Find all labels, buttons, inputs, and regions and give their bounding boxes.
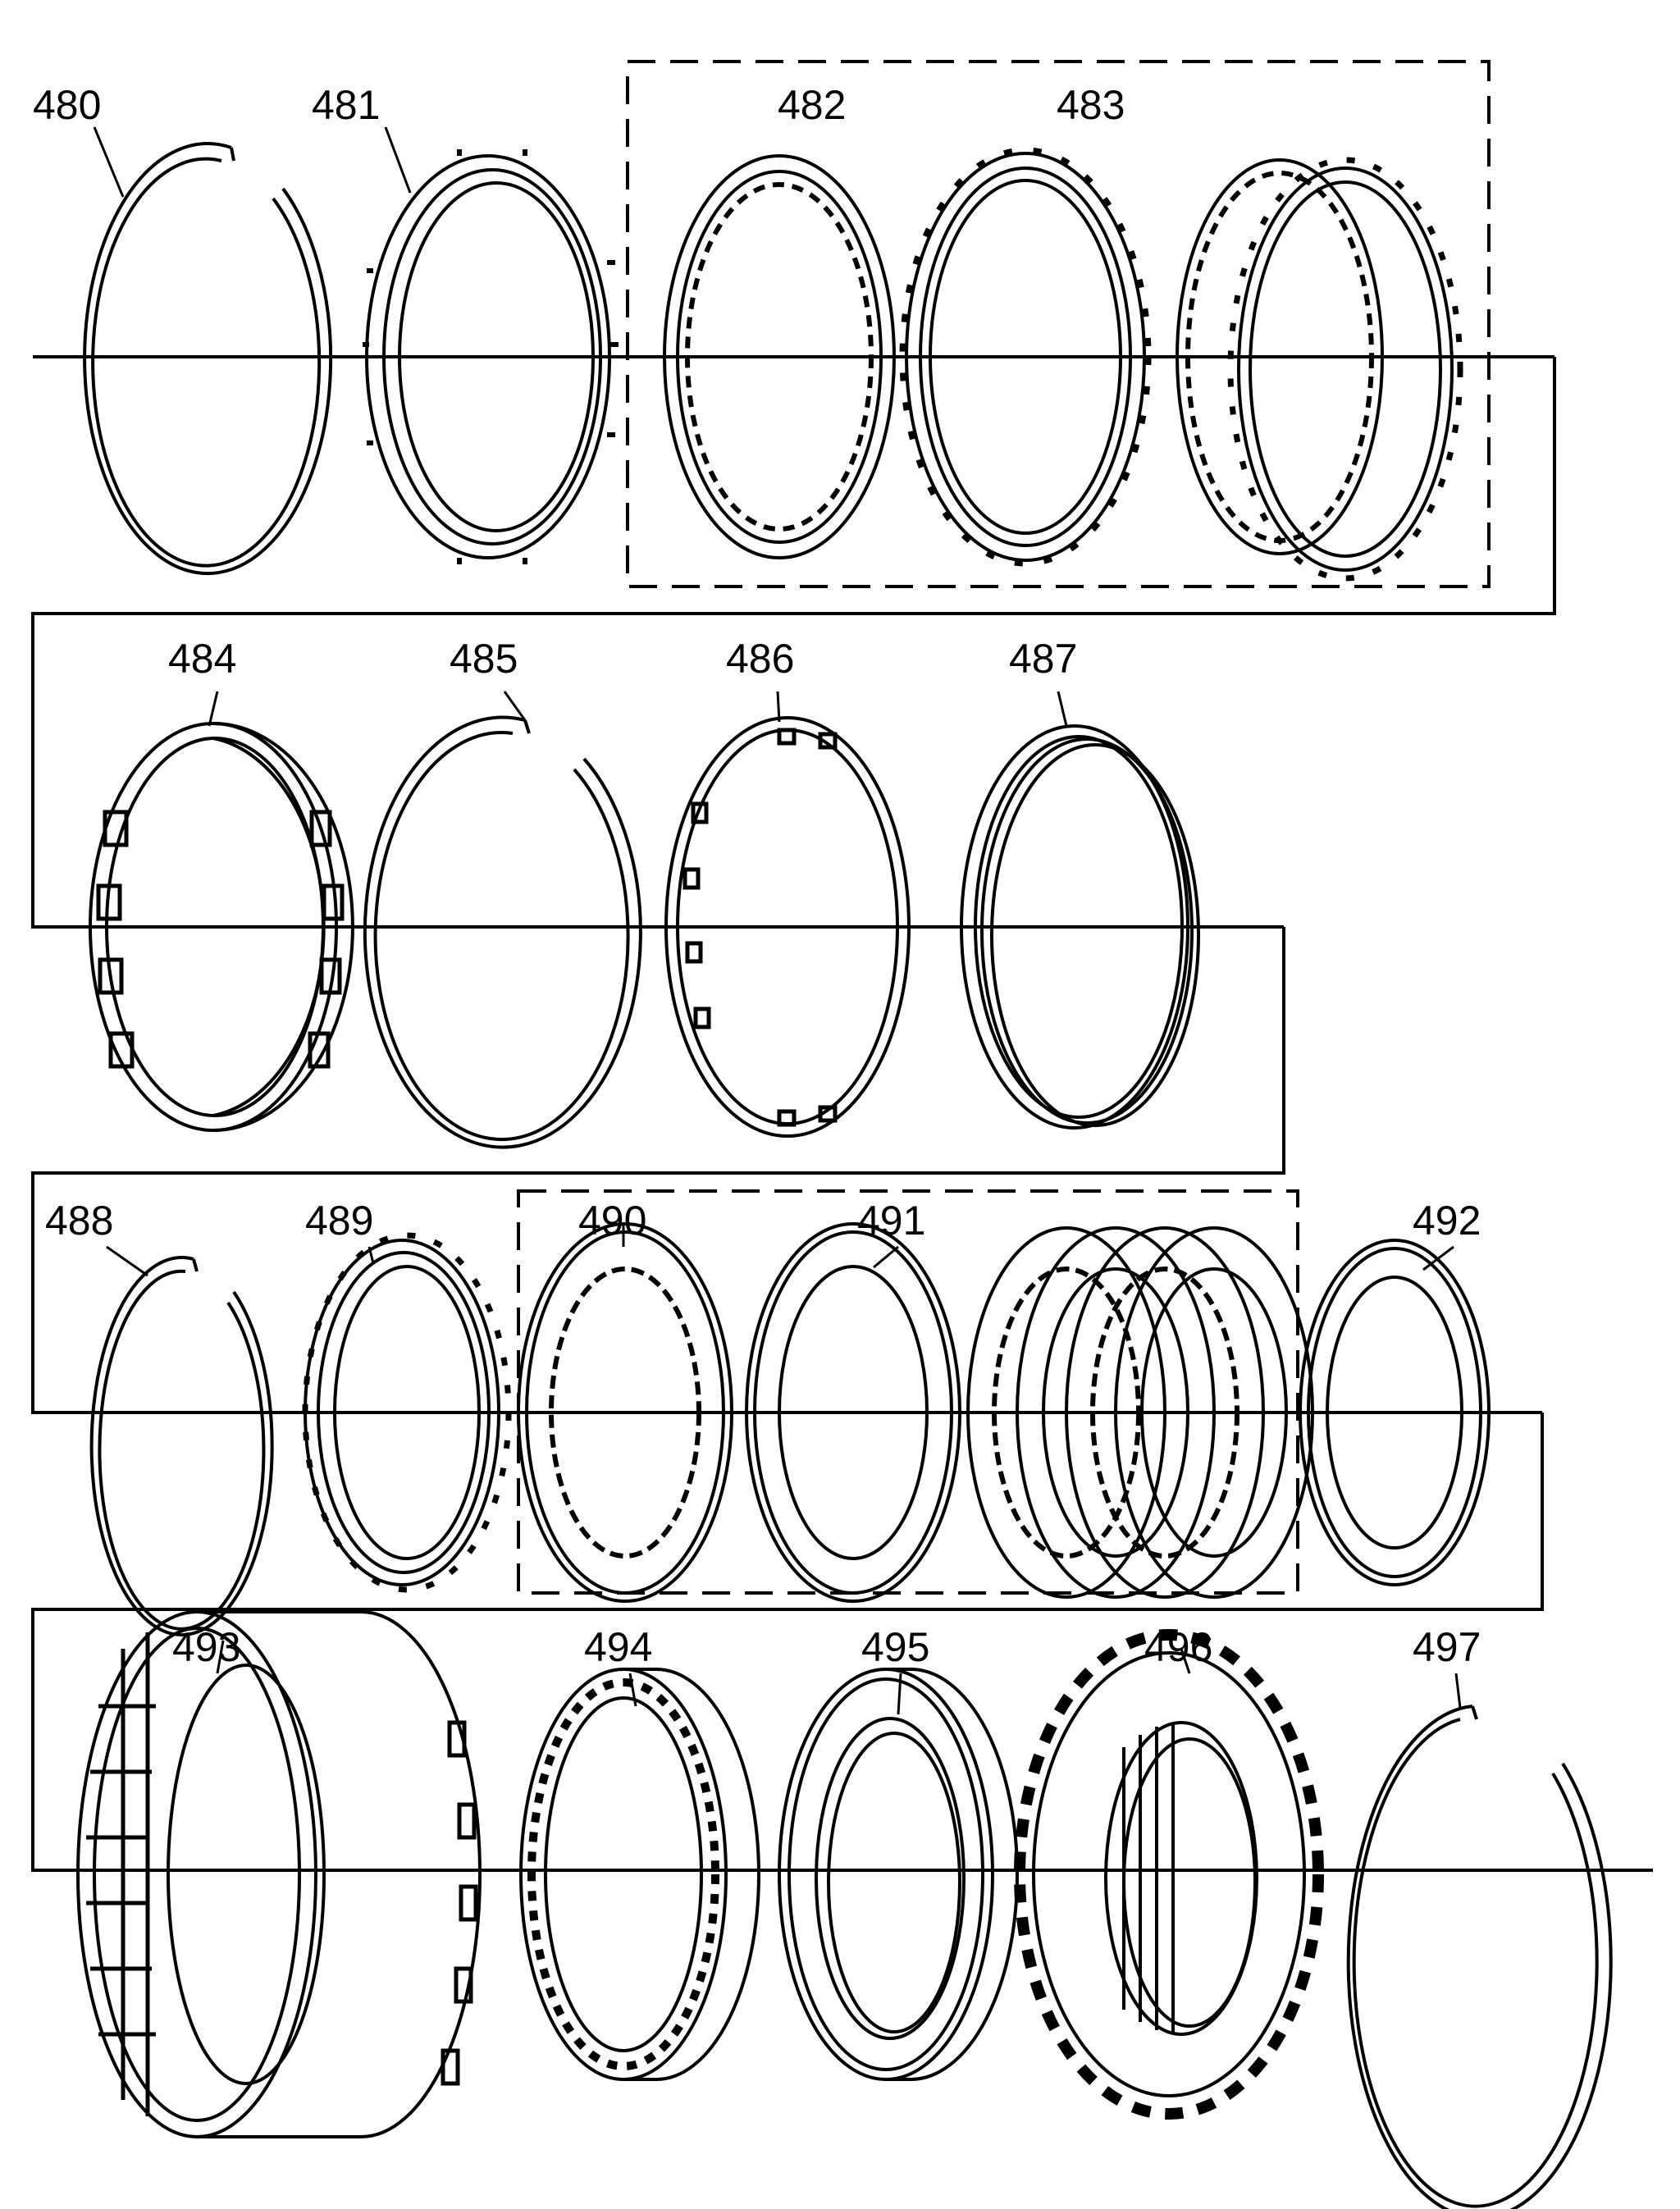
- part-485-snap-ring: [363, 715, 642, 1149]
- part-490-491-clutch-pack: [966, 1226, 1314, 1599]
- part-492-steel-plate: [1299, 1239, 1491, 1586]
- label-482: 482: [778, 82, 846, 128]
- part-481-toothed-plate: [363, 149, 619, 564]
- label-481: 481: [312, 82, 380, 128]
- part-484-slotted-ring: [89, 722, 354, 1132]
- label-491: 491: [857, 1198, 925, 1244]
- label-495: 495: [861, 1624, 929, 1670]
- assembly-center-lines: [31, 355, 1653, 1872]
- part-496-sprag-hub: [1014, 1629, 1324, 2120]
- part-494-roller-clutch: [519, 1668, 760, 2081]
- label-483: 483: [1057, 82, 1125, 128]
- group-box-490-491: [517, 1189, 1299, 1595]
- part-labels: 480 481 482 483 484 485 486 487 488 489 …: [33, 82, 1481, 1670]
- part-482-inner-tooth-plate: [663, 154, 896, 559]
- group-box-482-483: [626, 60, 1491, 588]
- label-480: 480: [33, 82, 101, 128]
- label-496: 496: [1144, 1624, 1212, 1670]
- label-485: 485: [450, 636, 518, 682]
- part-480-snap-ring: [83, 142, 333, 576]
- part-495-race: [778, 1668, 1019, 2081]
- label-486: 486: [726, 636, 794, 682]
- part-488-snap-ring: [89, 1256, 274, 1637]
- part-487-wave-plate: [960, 724, 1200, 1130]
- label-494: 494: [584, 1624, 652, 1670]
- part-490-friction-plate: [517, 1222, 733, 1603]
- part-483-stacked-plates: [1176, 157, 1463, 582]
- label-493: 493: [172, 1624, 240, 1670]
- label-487: 487: [1009, 636, 1077, 682]
- part-491-steel-plate: [745, 1222, 961, 1603]
- label-489: 489: [305, 1198, 373, 1244]
- label-490: 490: [578, 1198, 646, 1244]
- leader-lines: [93, 126, 1462, 1715]
- part-497-snap-ring: [1346, 1705, 1613, 2209]
- label-492: 492: [1413, 1198, 1481, 1244]
- label-497: 497: [1413, 1624, 1481, 1670]
- label-488: 488: [45, 1198, 113, 1244]
- label-484: 484: [168, 636, 236, 682]
- part-483-toothed-plate: [899, 147, 1152, 567]
- part-486-inner-tab-plate: [664, 716, 911, 1138]
- part-489-toothed-plate: [302, 1232, 512, 1593]
- part-493-clutch-housing: [76, 1610, 482, 2138]
